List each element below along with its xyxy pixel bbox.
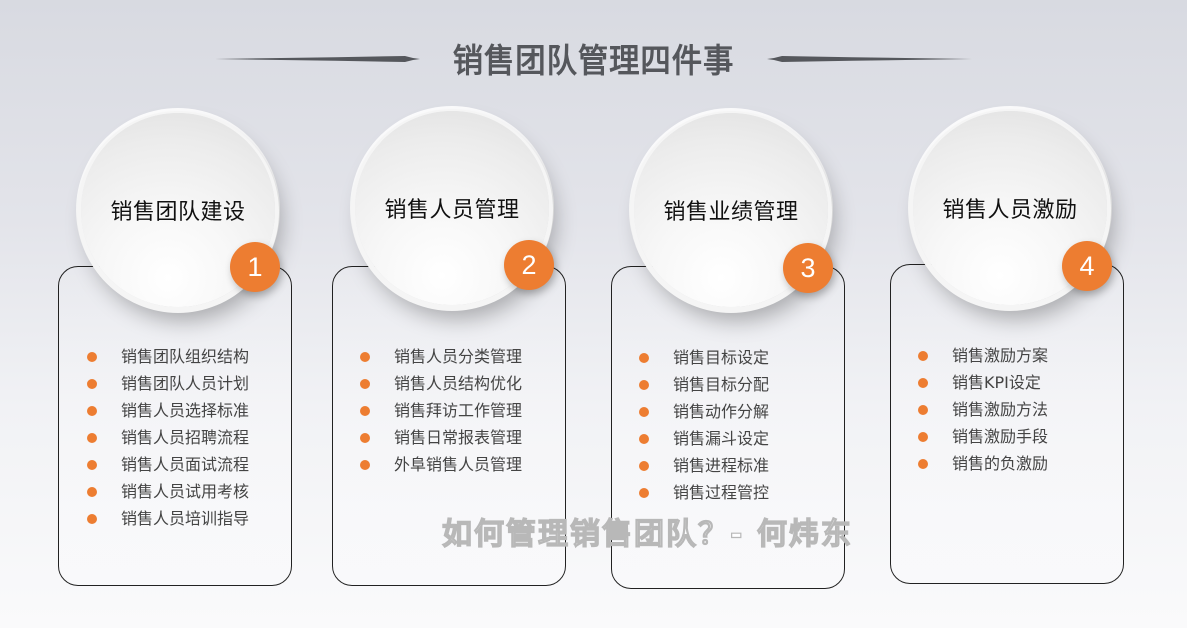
bullet-dot-icon: [639, 461, 649, 471]
bullet-dot-icon: [360, 406, 370, 416]
list-item: 销售KPI设定: [918, 369, 1048, 396]
item-list: 销售人员分类管理 销售人员结构优化 销售拜访工作管理 销售日常报表管理 外阜销售…: [360, 343, 522, 478]
item-list: 销售激励方案 销售KPI设定 销售激励方法 销售激励手段 销售的负激励: [918, 342, 1048, 477]
section-title: 销售人员管理: [384, 198, 520, 223]
list-item: 销售拜访工作管理: [360, 397, 522, 424]
bullet-dot-icon: [360, 433, 370, 443]
section-card: 销售团队组织结构 销售团队人员计划 销售人员选择标准 销售人员招聘流程 销售人员…: [58, 266, 292, 586]
list-item: 销售动作分解: [639, 398, 769, 425]
bullet-dot-icon: [360, 379, 370, 389]
list-item: 销售人员分类管理: [360, 343, 522, 370]
section-number-badge: 4: [1062, 241, 1112, 291]
list-item: 销售人员试用考核: [87, 478, 249, 505]
list-item: 销售激励手段: [918, 423, 1048, 450]
list-item: 销售人员培训指导: [87, 505, 249, 532]
list-item: 销售进程标准: [639, 452, 769, 479]
list-item: 销售的负激励: [918, 450, 1048, 477]
item-list: 销售团队组织结构 销售团队人员计划 销售人员选择标准 销售人员招聘流程 销售人员…: [87, 343, 249, 532]
list-item: 销售团队组织结构: [87, 343, 249, 370]
watermark-text: 如何管理销售团队？- 何炜东: [441, 516, 853, 552]
bullet-dot-icon: [87, 406, 97, 416]
bullet-dot-icon: [639, 380, 649, 390]
list-item: 外阜销售人员管理: [360, 451, 522, 478]
bullet-dot-icon: [87, 460, 97, 470]
left-decorative-line-icon: [215, 56, 420, 62]
bullet-dot-icon: [360, 352, 370, 362]
list-item: 销售人员结构优化: [360, 370, 522, 397]
list-item: 销售日常报表管理: [360, 424, 522, 451]
list-item: 销售人员选择标准: [87, 397, 249, 424]
bullet-dot-icon: [87, 514, 97, 524]
section-number-badge: 3: [783, 243, 833, 293]
list-item: 销售人员面试流程: [87, 451, 249, 478]
section-title: 销售人员激励: [942, 198, 1078, 223]
section-title-circle: 销售团队建设: [81, 113, 275, 307]
section-number-badge: 2: [504, 240, 554, 290]
bullet-dot-icon: [87, 352, 97, 362]
section-title-circle: 销售业绩管理: [634, 113, 828, 307]
section-number-badge: 1: [230, 242, 280, 292]
bullet-dot-icon: [918, 351, 928, 361]
list-item: 销售激励方法: [918, 396, 1048, 423]
section-card: 销售激励方案 销售KPI设定 销售激励方法 销售激励手段 销售的负激励: [890, 264, 1124, 584]
bullet-dot-icon: [87, 487, 97, 497]
item-list: 销售目标设定 销售目标分配 销售动作分解 销售漏斗设定 销售进程标准 销售过程管…: [639, 344, 769, 506]
bullet-dot-icon: [87, 379, 97, 389]
right-decorative-line-icon: [767, 56, 972, 62]
bullet-dot-icon: [639, 353, 649, 363]
bullet-dot-icon: [918, 432, 928, 442]
list-item: 销售人员招聘流程: [87, 424, 249, 451]
bullet-dot-icon: [639, 488, 649, 498]
bullet-dot-icon: [639, 434, 649, 444]
section-card: 销售目标设定 销售目标分配 销售动作分解 销售漏斗设定 销售进程标准 销售过程管…: [611, 266, 845, 589]
header: 销售团队管理四件事: [0, 28, 1187, 88]
list-item: 销售团队人员计划: [87, 370, 249, 397]
bullet-dot-icon: [87, 433, 97, 443]
bullet-dot-icon: [918, 459, 928, 469]
page-title: 销售团队管理四件事: [452, 41, 735, 80]
section-title: 销售业绩管理: [663, 200, 799, 225]
section-title: 销售团队建设: [110, 200, 246, 225]
list-item: 销售漏斗设定: [639, 425, 769, 452]
list-item: 销售过程管控: [639, 479, 769, 506]
list-item: 销售目标设定: [639, 344, 769, 371]
bullet-dot-icon: [918, 405, 928, 415]
list-item: 销售目标分配: [639, 371, 769, 398]
bullet-dot-icon: [639, 407, 649, 417]
bullet-dot-icon: [918, 378, 928, 388]
bullet-dot-icon: [360, 460, 370, 470]
section-card: 销售人员分类管理 销售人员结构优化 销售拜访工作管理 销售日常报表管理 外阜销售…: [332, 266, 566, 586]
list-item: 销售激励方案: [918, 342, 1048, 369]
